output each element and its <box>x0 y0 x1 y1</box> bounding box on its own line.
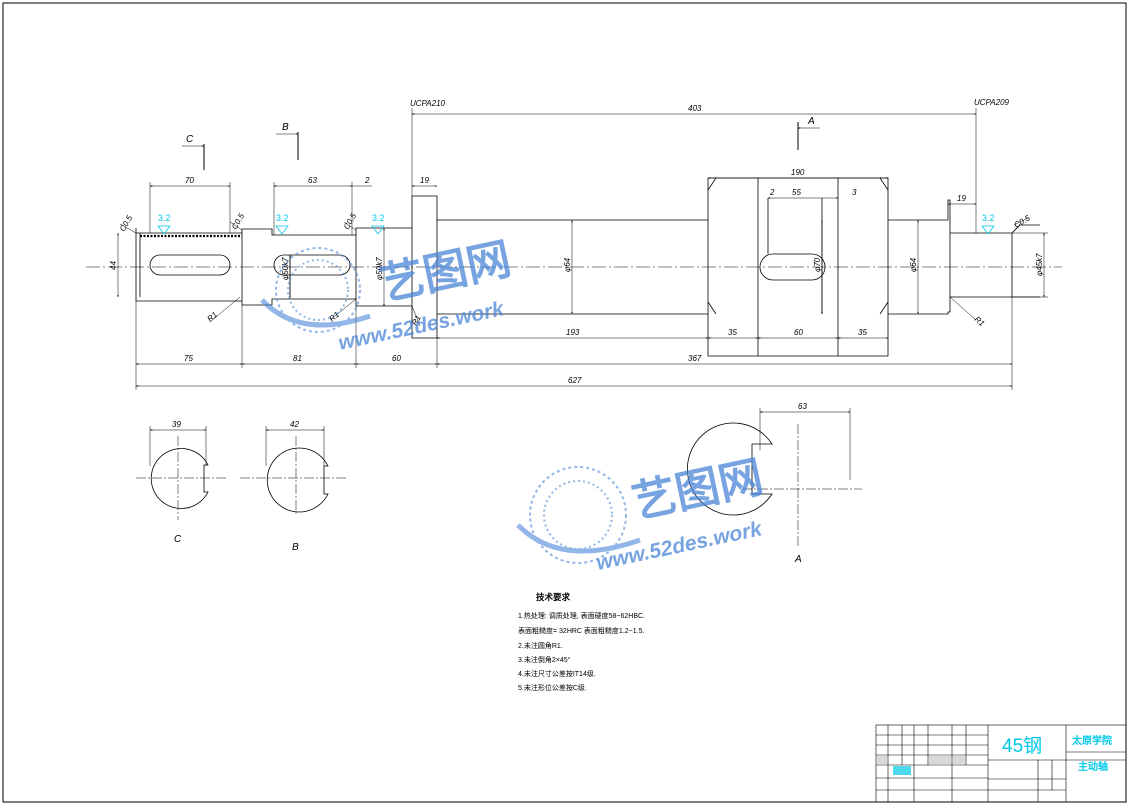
watermark-globe-icon <box>260 247 371 333</box>
chamfer-label: C0.5 <box>230 211 247 231</box>
fillet-label: R1 <box>206 310 220 323</box>
roughness-value: 3.2 <box>982 213 995 223</box>
dim-section-a-width: 63 <box>798 402 807 411</box>
watermark-brand: 艺图网 <box>628 452 767 527</box>
keyway-right <box>759 253 826 281</box>
technical-notes: 技术要求 1.热处理: 调质处理, 表面硬度58~62HBC. 表面粗糙度= 3… <box>518 592 645 692</box>
roughness-value: 3.2 <box>158 213 171 223</box>
keyway-left <box>149 254 231 276</box>
dim-19b: 19 <box>957 194 966 203</box>
bearing-label-right: UCPA209 <box>974 98 1010 107</box>
dim-55: 55 <box>792 188 801 197</box>
dim-dia-44: 44 <box>109 261 118 270</box>
dim-section-b-width: 42 <box>290 420 299 429</box>
dim-60: 60 <box>392 354 401 363</box>
dim-2: 2 <box>364 176 370 185</box>
watermark-1: 艺图网 www.52des.work <box>260 234 515 355</box>
dim-dia-64b: φ64 <box>909 257 918 272</box>
dim-63: 63 <box>308 176 317 185</box>
dim-81: 81 <box>293 354 302 363</box>
dim-75: 75 <box>184 354 193 363</box>
title-block-cells <box>877 756 965 764</box>
section-marker-c: C <box>186 134 194 145</box>
dim-dia-50k7: φ50k7 <box>281 257 290 280</box>
section-view-b <box>240 426 346 516</box>
note-line: 3.未注倒角2×45° <box>518 655 571 664</box>
watermark-url: www.52des.work <box>594 517 765 575</box>
section-marker-a: A <box>807 116 815 127</box>
dim-section-c-width: 39 <box>172 420 181 429</box>
fillet-label: R1 <box>973 315 987 328</box>
note-line: 4.未注尺寸公差按IT14级. <box>518 669 596 678</box>
dim-19: 19 <box>420 176 429 185</box>
section-label-b: B <box>292 542 299 553</box>
dim-60b: 60 <box>794 328 803 337</box>
watermark-2: 艺图网 www.52des.work <box>516 452 767 575</box>
notes-title: 技术要求 <box>536 592 571 602</box>
dim-403: 403 <box>688 104 702 113</box>
chamfer-label: C0.5 <box>118 213 135 233</box>
roughness-value: 3.2 <box>276 213 289 223</box>
dim-dia-70: φ70 <box>813 257 822 272</box>
dim-70: 70 <box>185 176 194 185</box>
chamfer-label: C0.5 <box>1013 213 1033 230</box>
dim-193: 193 <box>566 328 580 337</box>
dim-367: 367 <box>688 354 702 363</box>
keyway-mid <box>273 254 351 276</box>
fillet-label: R1 <box>410 314 423 327</box>
dim-35: 35 <box>728 328 737 337</box>
dim-3: 3 <box>852 188 857 197</box>
section-view-c <box>136 426 226 520</box>
section-view-a <box>686 408 862 546</box>
note-line: 5.未注形位公差按C级. <box>518 683 587 692</box>
title-block-material: 45钢 <box>1002 735 1042 757</box>
dim-2b: 2 <box>769 188 775 197</box>
dim-dia-45k7: φ45k7 <box>1035 253 1044 276</box>
bearing-label-left: UCPA210 <box>410 99 446 108</box>
title-block-part-name: 主动轴 <box>1078 760 1108 773</box>
note-line: 1.热处理: 调质处理, 表面硬度58~62HBC. <box>518 611 645 620</box>
section-label-a: A <box>794 554 802 565</box>
note-line: 2.未注圆角R1. <box>518 641 563 650</box>
section-label-c: C <box>174 534 182 545</box>
dim-35b: 35 <box>858 328 867 337</box>
title-block <box>875 724 1127 803</box>
watermark-globe-icon <box>516 466 641 564</box>
title-block-highlight <box>893 766 911 775</box>
section-marker-b: B <box>282 122 289 133</box>
dim-627: 627 <box>568 376 582 385</box>
note-line: 表面粗糙度= 32HRC 表面粗糙度1.2~1.5. <box>518 626 644 635</box>
roughness-value: 3.2 <box>372 213 385 223</box>
dimension-texts: 70 63 2 19 403 190 2 55 3 19 75 81 60 19… <box>109 98 1044 385</box>
roughness-symbols <box>157 225 995 235</box>
title-block-school: 太原学院 <box>1071 734 1112 747</box>
dim-dia-50k7b: φ50k7 <box>375 257 384 280</box>
dimension-lines <box>117 108 1048 390</box>
dim-dia-64: φ64 <box>563 257 572 272</box>
dim-190: 190 <box>791 168 805 177</box>
